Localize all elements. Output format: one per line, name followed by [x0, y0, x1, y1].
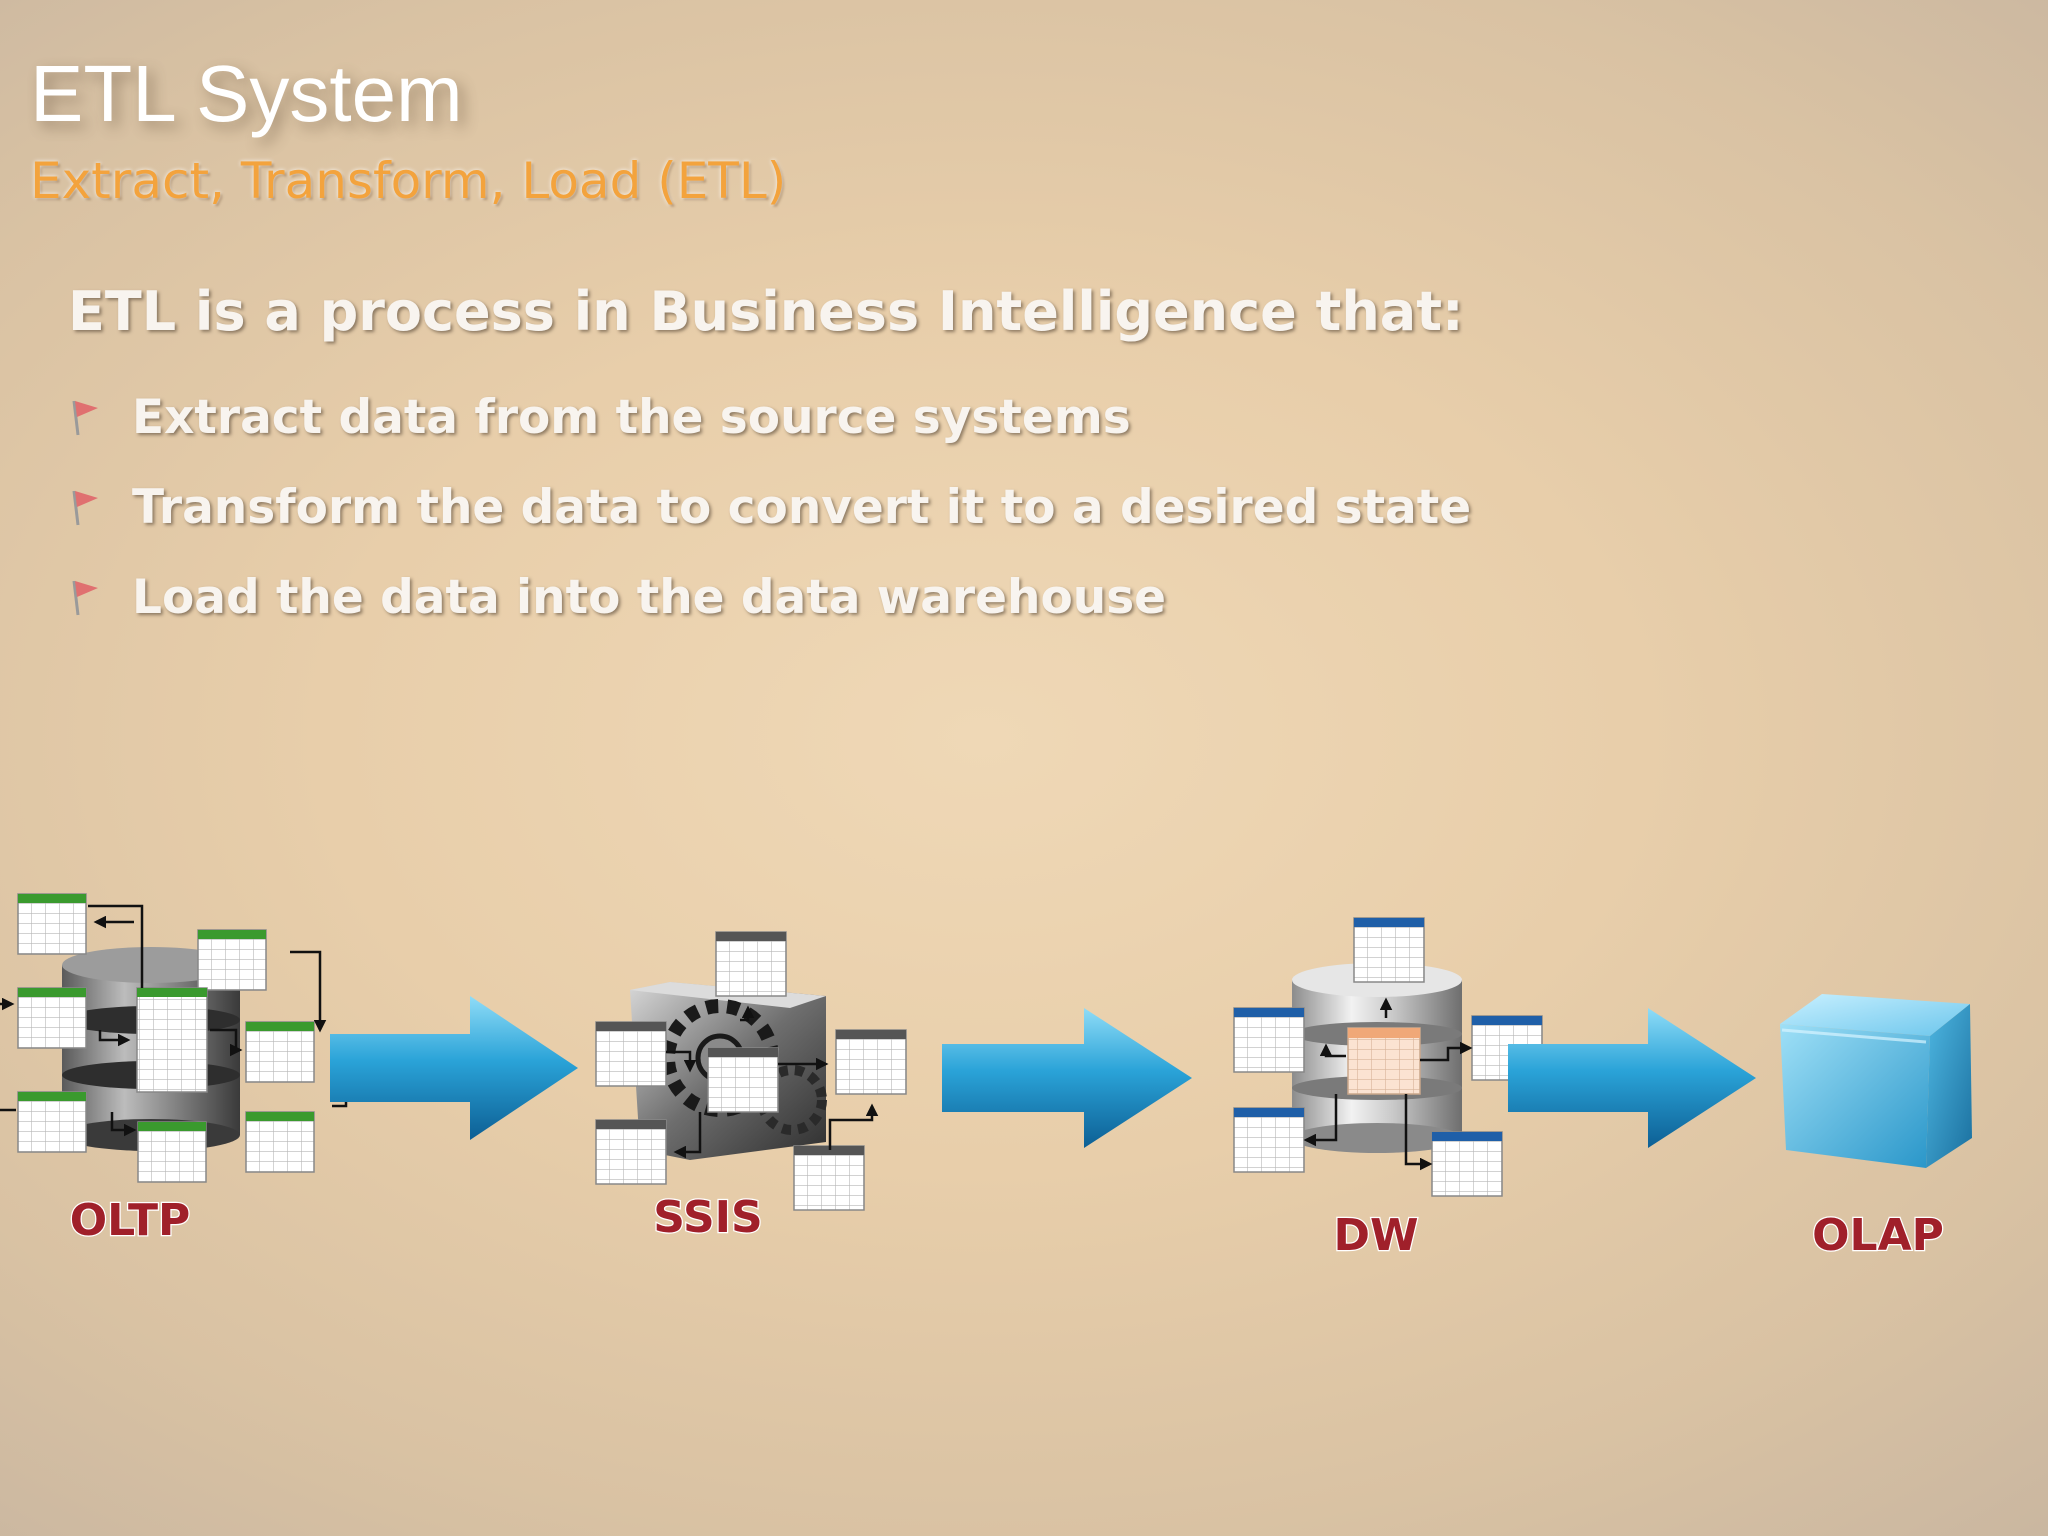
olap-label: OLAP: [1812, 1210, 1944, 1261]
bullet-list: Extract data from the source systems Tra…: [68, 372, 1471, 642]
flag-bullet-icon: [68, 487, 102, 527]
ssis-gear-cube-icon: [596, 932, 906, 1210]
flag-bullet-icon: [68, 397, 102, 437]
flag-bullet-icon: [68, 577, 102, 617]
bullet-item: Load the data into the data warehouse: [68, 552, 1471, 642]
intro-text: ETL is a process in Business Intelligenc…: [68, 280, 1464, 343]
slide-title: ETL System: [30, 48, 463, 140]
slide-subtitle: Extract, Transform, Load (ETL): [30, 152, 786, 210]
etl-flow-diagram: OLTP SSIS: [0, 860, 2048, 1280]
bullet-text: Transform the data to convert it to a de…: [132, 480, 1471, 535]
bullet-item: Transform the data to convert it to a de…: [68, 462, 1471, 552]
bullet-item: Extract data from the source systems: [68, 372, 1471, 462]
flow-arrow: [1508, 1008, 1756, 1148]
flow-arrow: [330, 996, 578, 1140]
dw-label: DW: [1333, 1210, 1418, 1261]
dw-database-icon: [1234, 918, 1542, 1196]
bullet-text: Load the data into the data warehouse: [132, 570, 1166, 625]
olap-cube-icon: [1780, 994, 1972, 1168]
bullet-text: Extract data from the source systems: [132, 390, 1131, 445]
oltp-database-icon: [0, 894, 346, 1182]
ssis-label: SSIS: [653, 1192, 762, 1243]
oltp-label: OLTP: [70, 1195, 190, 1246]
flow-arrow: [942, 1008, 1192, 1148]
